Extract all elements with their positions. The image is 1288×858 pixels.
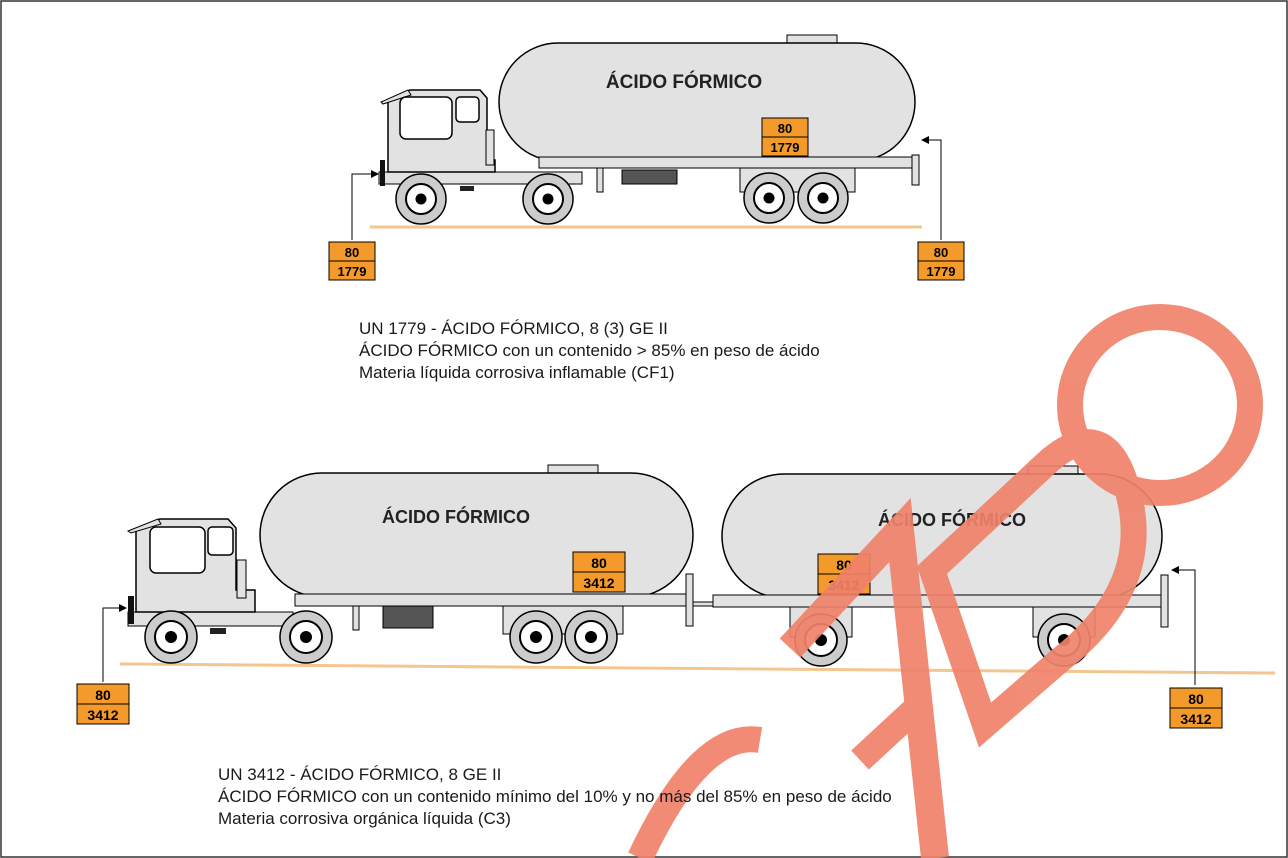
cab-window [399, 96, 453, 140]
wheel [144, 610, 198, 664]
step [210, 628, 226, 634]
watermark-letter-d [916, 429, 1147, 748]
placard-hazard-number: 80 [591, 555, 607, 571]
wheel [509, 610, 563, 664]
watermark-letter-o [1057, 304, 1263, 506]
drawbar [692, 601, 714, 607]
caption-line: ÁCIDO FÓRMICO con un contenido > 85% en … [359, 341, 820, 360]
wheel [522, 173, 574, 225]
rear-callout-arrow [1171, 566, 1196, 685]
front-callout-arrow [102, 604, 127, 682]
rear-bumper [1160, 574, 1169, 628]
landing-gear [596, 167, 604, 193]
exhaust [485, 129, 495, 166]
wheel [395, 173, 447, 225]
rear-placard: 80 3412 [1169, 687, 1223, 729]
spare-tire [382, 605, 434, 629]
tank [498, 42, 916, 162]
rear-placard: 80 1779 [917, 241, 965, 281]
exhaust [236, 559, 247, 599]
watermark [628, 304, 1263, 858]
cab-rear-window [455, 96, 480, 123]
trailer-chassis [294, 593, 693, 607]
caption-line: Materia líquida corrosiva inflamable (CF… [359, 363, 675, 382]
placard-un-number: 3412 [583, 575, 614, 591]
caption-un1779: UN 1779 - ÁCIDO FÓRMICO, 8 (3) GE II ÁCI… [359, 318, 820, 384]
tank-placard: 80 1779 [761, 117, 809, 157]
caption-line: Materia corrosiva orgánica líquida (C3) [218, 809, 511, 828]
cab-rear-window [207, 526, 234, 556]
placard-un-number: 1779 [771, 140, 800, 155]
step [460, 186, 474, 191]
placard-un-number: 3412 [1180, 711, 1211, 727]
tank-label: ÁCIDO FÓRMICO [382, 506, 530, 527]
front-callout-arrow [351, 170, 379, 240]
top-truck: ÁCIDO FÓRMICO 80 1779 [328, 34, 965, 281]
cab-visor [380, 89, 412, 105]
watermark-letter-a-bar [851, 690, 934, 770]
caption-line: UN 3412 - ÁCIDO FÓRMICO, 8 GE II [218, 765, 502, 784]
placard-un-number: 1779 [338, 264, 367, 279]
placard-hazard-number: 80 [778, 121, 792, 136]
tank [259, 472, 694, 598]
front-bumper [380, 160, 385, 186]
trailer-bumper [685, 573, 694, 627]
placard-hazard-number: 80 [1188, 691, 1204, 707]
bottom-truck: ÁCIDO FÓRMICO ÁCIDO FÓRMICO 80 3412 80 3… [76, 464, 1276, 729]
placard-hazard-number: 80 [934, 245, 948, 260]
rear-bumper [911, 154, 920, 186]
tank-placard: 80 3412 [572, 551, 626, 593]
tank-label: ÁCIDO FÓRMICO [606, 71, 762, 93]
wheel [564, 610, 618, 664]
cab-visor [126, 518, 162, 534]
placard-hazard-number: 80 [345, 245, 359, 260]
spare-tire [621, 169, 678, 185]
caption-line: UN 1779 - ÁCIDO FÓRMICO, 8 (3) GE II [359, 319, 668, 338]
wheel [743, 172, 795, 224]
front-placard: 80 1779 [328, 241, 376, 281]
placard-hazard-number: 80 [95, 687, 111, 703]
watermark-letter-a [779, 498, 949, 858]
watermark-letter-g [628, 726, 763, 858]
cab-window [149, 526, 206, 574]
landing-gear [352, 605, 360, 631]
wheel [279, 610, 333, 664]
road-line [119, 662, 1276, 675]
trailer-chassis [538, 156, 920, 169]
placard-un-number: 1779 [927, 264, 956, 279]
front-placard: 80 3412 [76, 683, 130, 725]
front-bumper [128, 596, 134, 624]
placard-un-number: 3412 [87, 707, 118, 723]
wheel [797, 172, 849, 224]
caption-line: ÁCIDO FÓRMICO con un contenido mínimo de… [218, 787, 892, 806]
rear-callout-arrow [921, 136, 942, 240]
caption-un3412: UN 3412 - ÁCIDO FÓRMICO, 8 GE II ÁCIDO F… [218, 764, 892, 830]
